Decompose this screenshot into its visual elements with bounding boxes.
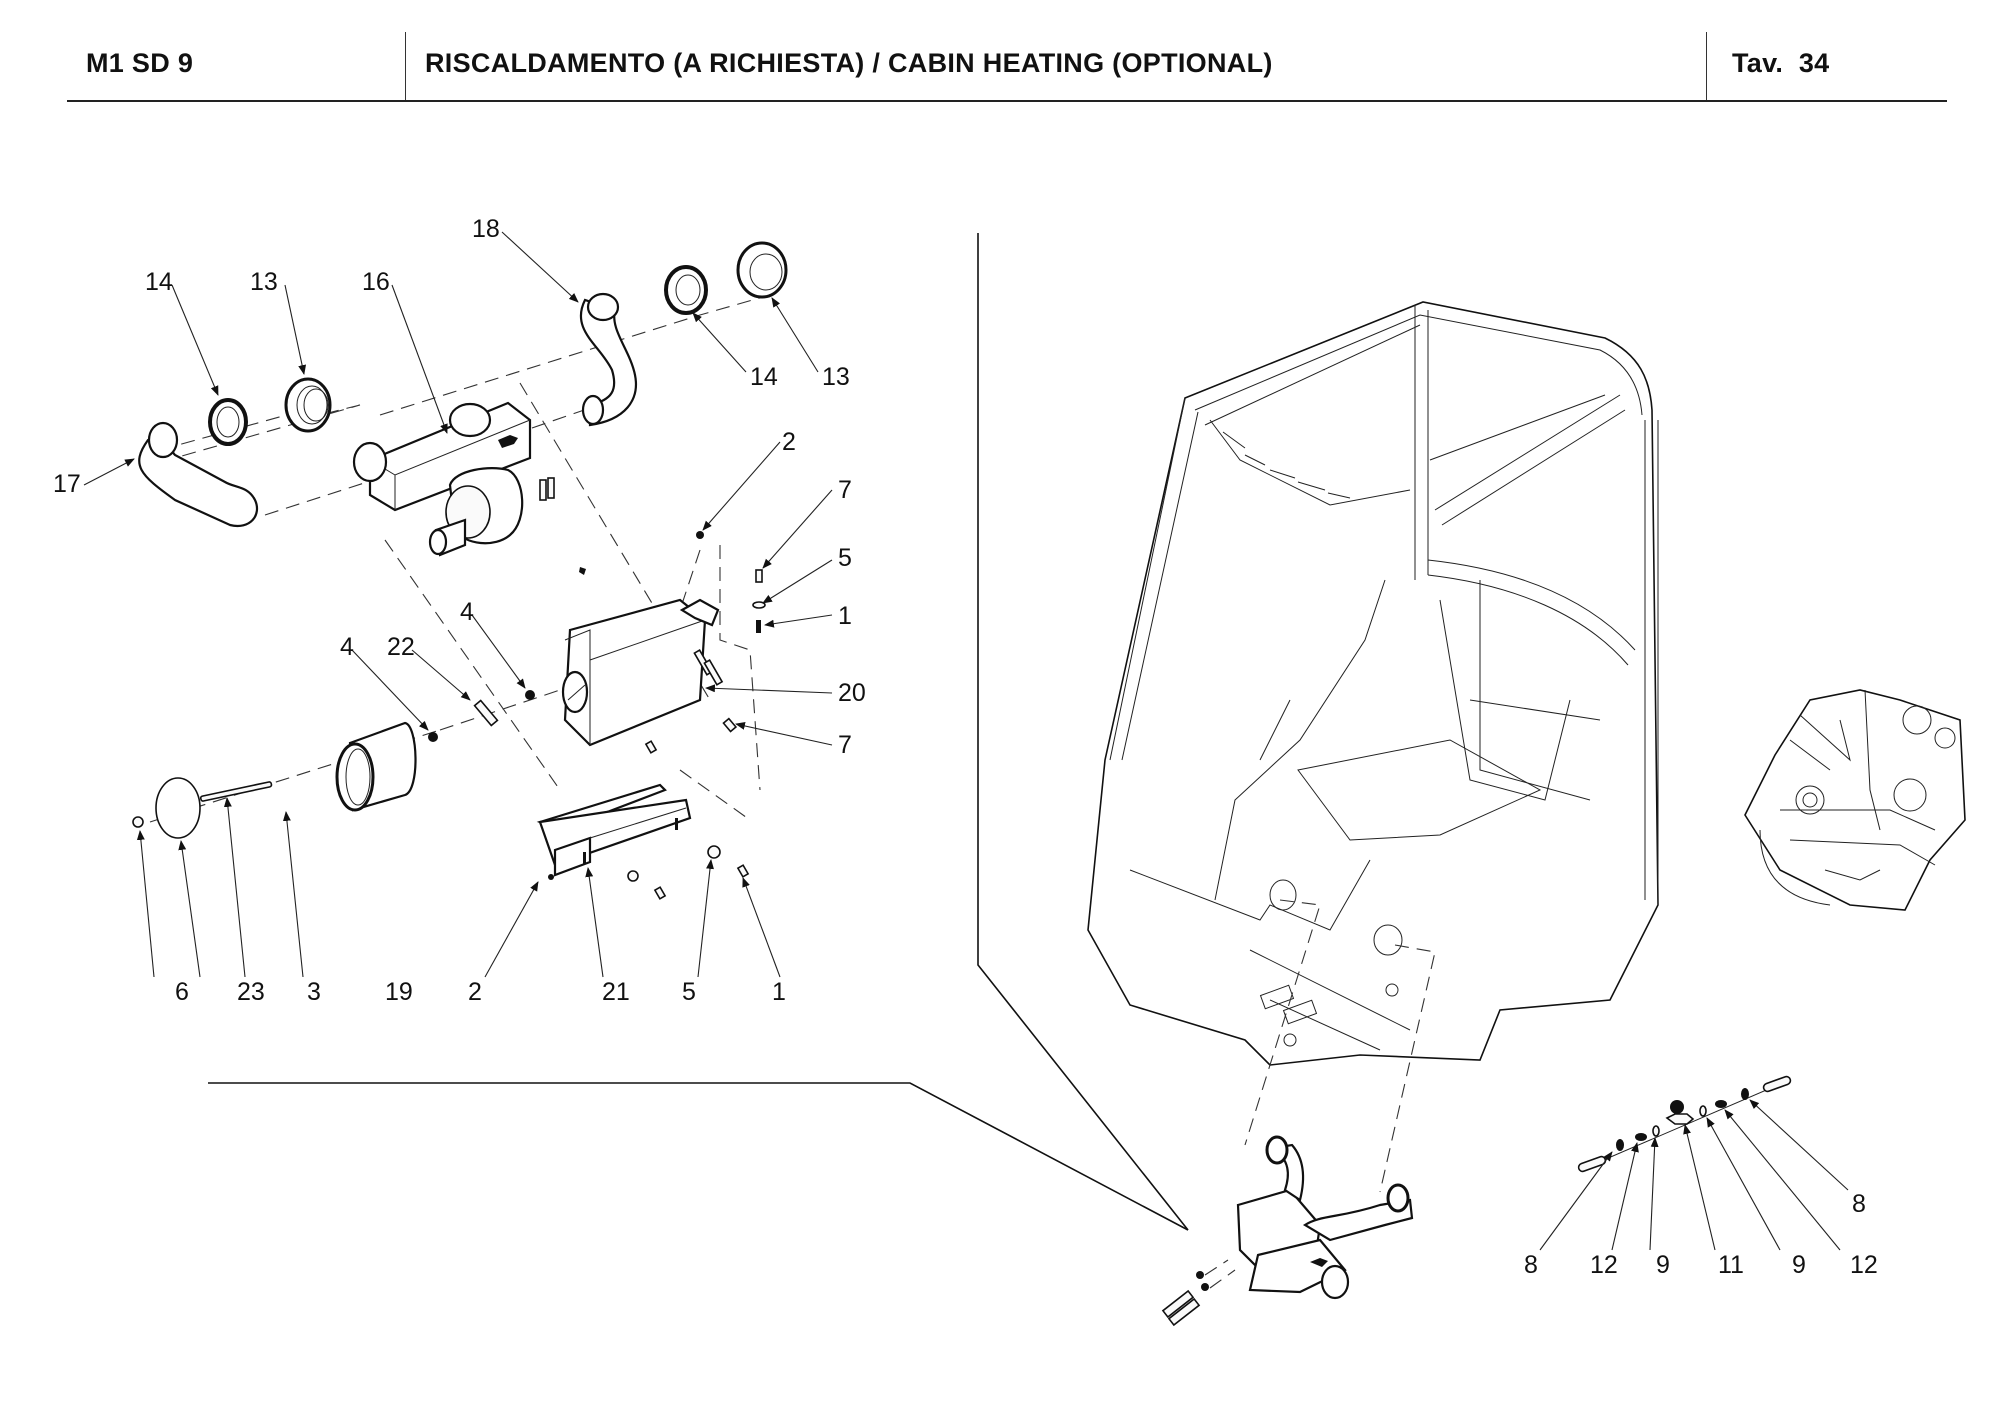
clamp-12b — [1715, 1100, 1727, 1108]
callouts: 14 13 16 18 14 13 17 2 7 5 1 4 4 22 20 7… — [53, 215, 866, 1006]
bolt-1 — [756, 620, 761, 633]
nut-4 — [525, 690, 535, 700]
ring-14-right — [664, 265, 708, 315]
callout-17: 17 — [53, 470, 81, 498]
callout-4: 4 — [340, 633, 354, 661]
page-title: RISCALDAMENTO (A RICHIESTA) / CABIN HEAT… — [425, 48, 1273, 78]
heater-16 — [352, 401, 586, 575]
callout-8: 8 — [1852, 1190, 1866, 1218]
callout-1: 1 — [772, 978, 786, 1006]
washer-9b — [1652, 1125, 1660, 1137]
callout-12: 12 — [1850, 1251, 1878, 1279]
callout-16: 16 — [362, 268, 390, 296]
screw-2 — [696, 531, 704, 539]
bolt-1c — [736, 864, 750, 878]
header-rule — [67, 100, 1947, 102]
engine — [1744, 689, 1966, 911]
callout-5: 5 — [838, 544, 852, 572]
nut-6 — [132, 816, 144, 828]
clip-22 — [473, 699, 499, 727]
header-divider — [405, 32, 406, 100]
heater-installed — [1161, 1135, 1414, 1327]
washer-5c — [707, 845, 721, 859]
drawing-code: M1 SD 9 — [86, 48, 194, 78]
table-label: Tav. — [1732, 48, 1784, 78]
callout-12: 12 — [1590, 1251, 1618, 1279]
assembly-axis — [679, 545, 761, 791]
table-value: 34 — [1798, 48, 1830, 78]
bolt — [644, 740, 658, 754]
callout-20: 20 — [838, 679, 866, 707]
valve-body-11 — [1665, 1113, 1695, 1125]
header-divider — [1706, 32, 1707, 100]
bolt-1b — [653, 886, 667, 900]
callout-7: 7 — [838, 476, 852, 504]
ring-13-left — [284, 377, 332, 433]
callout-21: 21 — [602, 978, 630, 1006]
disc-23 — [155, 777, 201, 839]
callout-14: 14 — [750, 363, 778, 391]
install-axis — [1244, 899, 1321, 1146]
callout-2: 2 — [782, 428, 796, 456]
spacer-7 — [755, 569, 763, 583]
table-number: Tav. 34 — [1732, 48, 1829, 79]
assembly-axis — [384, 539, 561, 791]
washer-9c — [1699, 1105, 1707, 1117]
housing-20 — [561, 598, 724, 747]
rod-3 — [199, 781, 273, 802]
assembly-axis — [519, 382, 711, 701]
valve-11 — [1670, 1100, 1684, 1114]
detail-pointer — [208, 1082, 1189, 1231]
callout-2: 2 — [468, 978, 482, 1006]
callout-9: 9 — [1656, 1251, 1670, 1279]
callout-19: 19 — [385, 978, 413, 1006]
clamp-12 — [1616, 1139, 1624, 1151]
callout-14: 14 — [145, 268, 173, 296]
ring-14-left — [208, 398, 248, 446]
hose-18 — [579, 292, 637, 427]
washer-5 — [752, 601, 766, 609]
install-axis — [1379, 944, 1436, 1193]
callout-5: 5 — [682, 978, 696, 1006]
spacer-7b — [722, 717, 738, 733]
callout-23: 23 — [237, 978, 265, 1006]
assembly-axis — [679, 769, 751, 821]
callout-1: 1 — [838, 602, 852, 630]
washer-5b — [627, 870, 639, 882]
heater-unit-assembly — [132, 241, 788, 900]
callout-13: 13 — [250, 268, 278, 296]
clamp-12c — [1741, 1088, 1749, 1100]
hose-end-8b — [1762, 1075, 1792, 1093]
ring-13-right — [736, 241, 788, 299]
bracket-21 — [536, 783, 692, 877]
screw-2b — [548, 874, 554, 880]
callout-4: 4 — [460, 598, 474, 626]
assembly-axis — [379, 294, 771, 416]
washer-9 — [1635, 1133, 1647, 1141]
nut-4b — [428, 732, 438, 742]
callout-11: 11 — [1718, 1251, 1744, 1279]
callout-8: 8 — [1524, 1251, 1538, 1279]
leader-lines — [83, 231, 833, 978]
callout-22: 22 — [387, 633, 415, 661]
cab-frame — [1087, 301, 1659, 1066]
assembly-axis — [531, 407, 591, 429]
callout-9: 9 — [1792, 1251, 1806, 1279]
callout-7: 7 — [838, 731, 852, 759]
detail-pointer — [977, 233, 1189, 1231]
callout-13: 13 — [822, 363, 850, 391]
callout-18: 18 — [472, 215, 500, 243]
callout-3: 3 — [307, 978, 321, 1006]
filter-19 — [335, 721, 417, 812]
hose-fitting-kit: 8 12 9 11 9 12 8 — [1524, 1075, 1878, 1279]
callout-6: 6 — [175, 978, 189, 1006]
hose-end-8 — [1577, 1155, 1607, 1173]
hose-17 — [138, 421, 258, 528]
